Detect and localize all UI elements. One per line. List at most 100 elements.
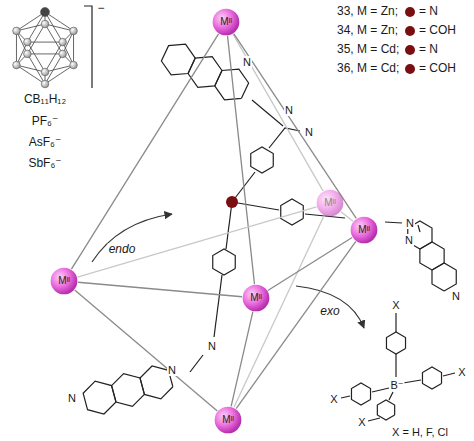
compound-key: 36, M = Cd; [336, 62, 400, 75]
octahedron-edge [77, 207, 316, 277]
octahedron-edge [268, 237, 352, 290]
carborane-cluster [13, 6, 92, 88]
borate-anion [341, 313, 455, 421]
octahedron-edge [341, 212, 353, 222]
metal-ion: Mᴵᴵ [212, 8, 240, 36]
bond [45, 65, 74, 72]
bond [16, 12, 45, 31]
cluster-atom [41, 80, 49, 88]
bond [16, 31, 17, 65]
metal-label: Mᴵᴵ [58, 276, 70, 286]
cluster-atom [70, 27, 78, 35]
endo-arrow [92, 214, 172, 262]
anion-formula: AsF₆⁻ [28, 136, 63, 149]
ring [251, 147, 274, 173]
octahedron-edge [75, 290, 218, 411]
atom-label: N [404, 234, 414, 246]
bond [16, 65, 45, 84]
ring [432, 263, 456, 291]
bond [27, 42, 62, 43]
substituent-label: X [357, 416, 366, 428]
metal-ion: Mᴵᴵ [350, 216, 378, 244]
compound-key: 34, M = Zn; [336, 24, 399, 37]
key-dot [405, 26, 415, 36]
legend-note: X = H, F, Cl [391, 426, 449, 438]
bond [45, 12, 74, 31]
key-dot [405, 45, 415, 55]
atom-label: N [284, 104, 294, 116]
bond [27, 53, 62, 54]
atom-label: N [242, 56, 252, 68]
ring [83, 381, 116, 414]
bond [395, 354, 396, 377]
cluster-atom [13, 61, 21, 69]
ring [351, 383, 370, 405]
substituent-label: X [329, 393, 338, 405]
atom-label: N [405, 217, 415, 229]
metal-label: Mᴵᴵ [324, 198, 336, 208]
key-dot [405, 64, 415, 74]
compound-key: = COH [418, 24, 457, 37]
octahedron-edge [234, 34, 357, 219]
bond [73, 31, 74, 65]
key-dot [405, 7, 415, 17]
ring [420, 242, 444, 270]
charge-sign: − [96, 2, 105, 15]
bond [385, 222, 402, 223]
substituent-label: X [391, 299, 400, 311]
ring [386, 332, 405, 354]
ring [112, 374, 145, 407]
metal-ion: Mᴵᴵ [316, 189, 344, 217]
bond [84, 6, 92, 88]
bond [16, 65, 45, 72]
cluster-atom [59, 50, 67, 58]
cluster-atom [41, 20, 49, 28]
metal-ion: Mᴵᴵ [214, 406, 242, 434]
anion-formula: PF₆⁻ [31, 115, 60, 128]
atom-label: N [451, 290, 461, 302]
bond [403, 380, 421, 383]
bond [45, 65, 74, 84]
metal-label: Mᴵᴵ [358, 225, 370, 235]
bond [16, 24, 45, 31]
compound-key: = N [418, 43, 439, 56]
ligand [83, 44, 456, 414]
octahedron-edge [71, 34, 218, 269]
bond [27, 24, 45, 54]
cluster-atom [13, 27, 21, 35]
ring [422, 367, 441, 389]
anion-formula: SbF₆⁻ [27, 157, 62, 170]
octahedron-edge [231, 312, 253, 407]
atom-label: N [67, 392, 77, 404]
octahedron-edge [78, 282, 242, 297]
octahedron-edge [236, 241, 356, 408]
cluster-atom [70, 61, 78, 69]
ring [377, 400, 394, 420]
bond [269, 128, 300, 148]
bond [27, 42, 45, 72]
cluster-atom [24, 38, 32, 46]
compound-key: 33, M = Zn; [336, 5, 399, 18]
exo-arrow [296, 286, 364, 328]
metal-ion: Mᴵᴵ [242, 284, 270, 312]
cluster-atom [59, 38, 67, 46]
bond [45, 42, 63, 72]
bond [190, 355, 203, 372]
bond [418, 225, 420, 232]
bond [389, 392, 393, 400]
bond [226, 202, 232, 249]
site-label: endo [108, 243, 137, 256]
bond [45, 24, 74, 31]
bond [372, 388, 389, 392]
metal-label: Mᴵᴵ [222, 415, 234, 425]
anion-formula: CB₁₁H₁₂ [23, 93, 67, 106]
ring [213, 249, 236, 275]
site-label: exo [319, 305, 340, 318]
compound-key: 35, M = Cd; [336, 43, 400, 56]
octahedron-edge [228, 36, 255, 284]
atom-label: N [207, 340, 217, 352]
bond [395, 313, 396, 332]
